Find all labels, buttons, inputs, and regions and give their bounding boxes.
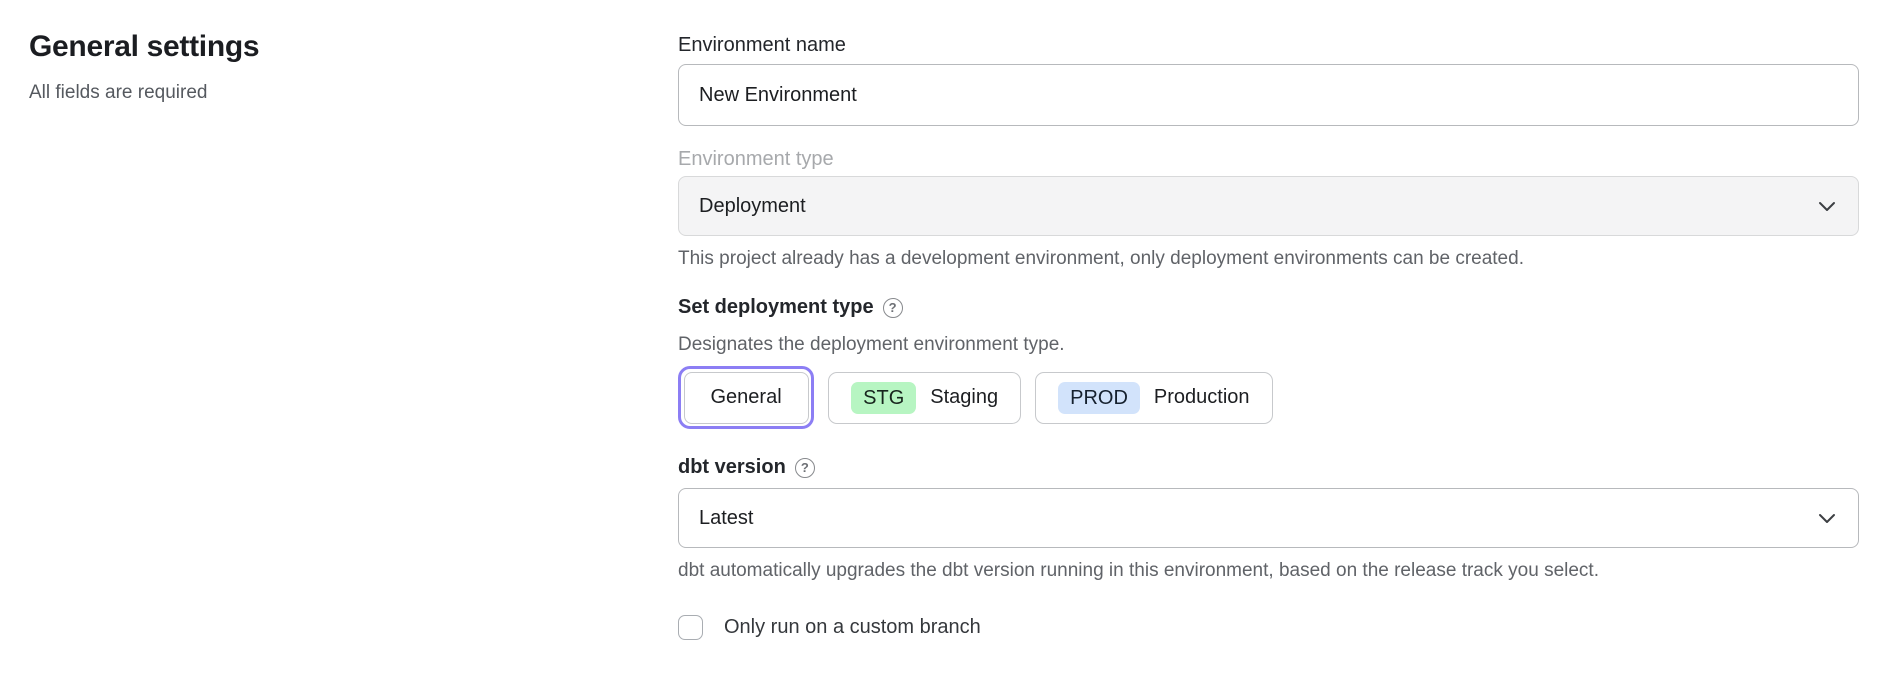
environment-name-label: Environment name [678, 34, 846, 56]
dbt-version-label: dbt version ? [678, 456, 815, 479]
chevron-down-icon [1819, 513, 1835, 523]
deployment-type-description: Designates the deployment environment ty… [678, 334, 1065, 355]
page-title: General settings [29, 30, 260, 63]
deployment-type-options: General STG Staging PROD Production [678, 366, 1273, 429]
staging-badge: STG [851, 381, 917, 414]
deployment-option-staging[interactable]: STG Staging [828, 371, 1022, 424]
dbt-version-select[interactable]: Latest [678, 488, 1859, 548]
environment-type-value: Deployment [699, 194, 806, 217]
custom-branch-label: Only run on a custom branch [724, 616, 981, 638]
custom-branch-checkbox[interactable] [678, 615, 703, 640]
help-icon[interactable]: ? [882, 297, 903, 318]
custom-branch-row: Only run on a custom branch [678, 615, 981, 640]
settings-header: General settings All fields are required [29, 30, 589, 104]
deployment-option-general-selected-ring: General [678, 366, 815, 429]
dbt-version-helper: dbt automatically upgrades the dbt versi… [678, 560, 1599, 581]
environment-type-label: Environment type [678, 148, 834, 170]
environment-type-helper: This project already has a development e… [678, 248, 1524, 269]
chevron-down-icon [1819, 201, 1835, 211]
page-subtitle: All fields are required [29, 82, 208, 103]
deployment-option-production[interactable]: PROD Production [1035, 371, 1273, 424]
dbt-version-value: Latest [699, 506, 754, 529]
deployment-option-general[interactable]: General [683, 371, 809, 424]
production-badge: PROD [1058, 381, 1140, 414]
deployment-type-label: Set deployment type ? [678, 296, 903, 319]
environment-type-select[interactable]: Deployment [678, 176, 1859, 236]
environment-name-input[interactable] [678, 64, 1859, 126]
help-icon[interactable]: ? [794, 457, 815, 478]
